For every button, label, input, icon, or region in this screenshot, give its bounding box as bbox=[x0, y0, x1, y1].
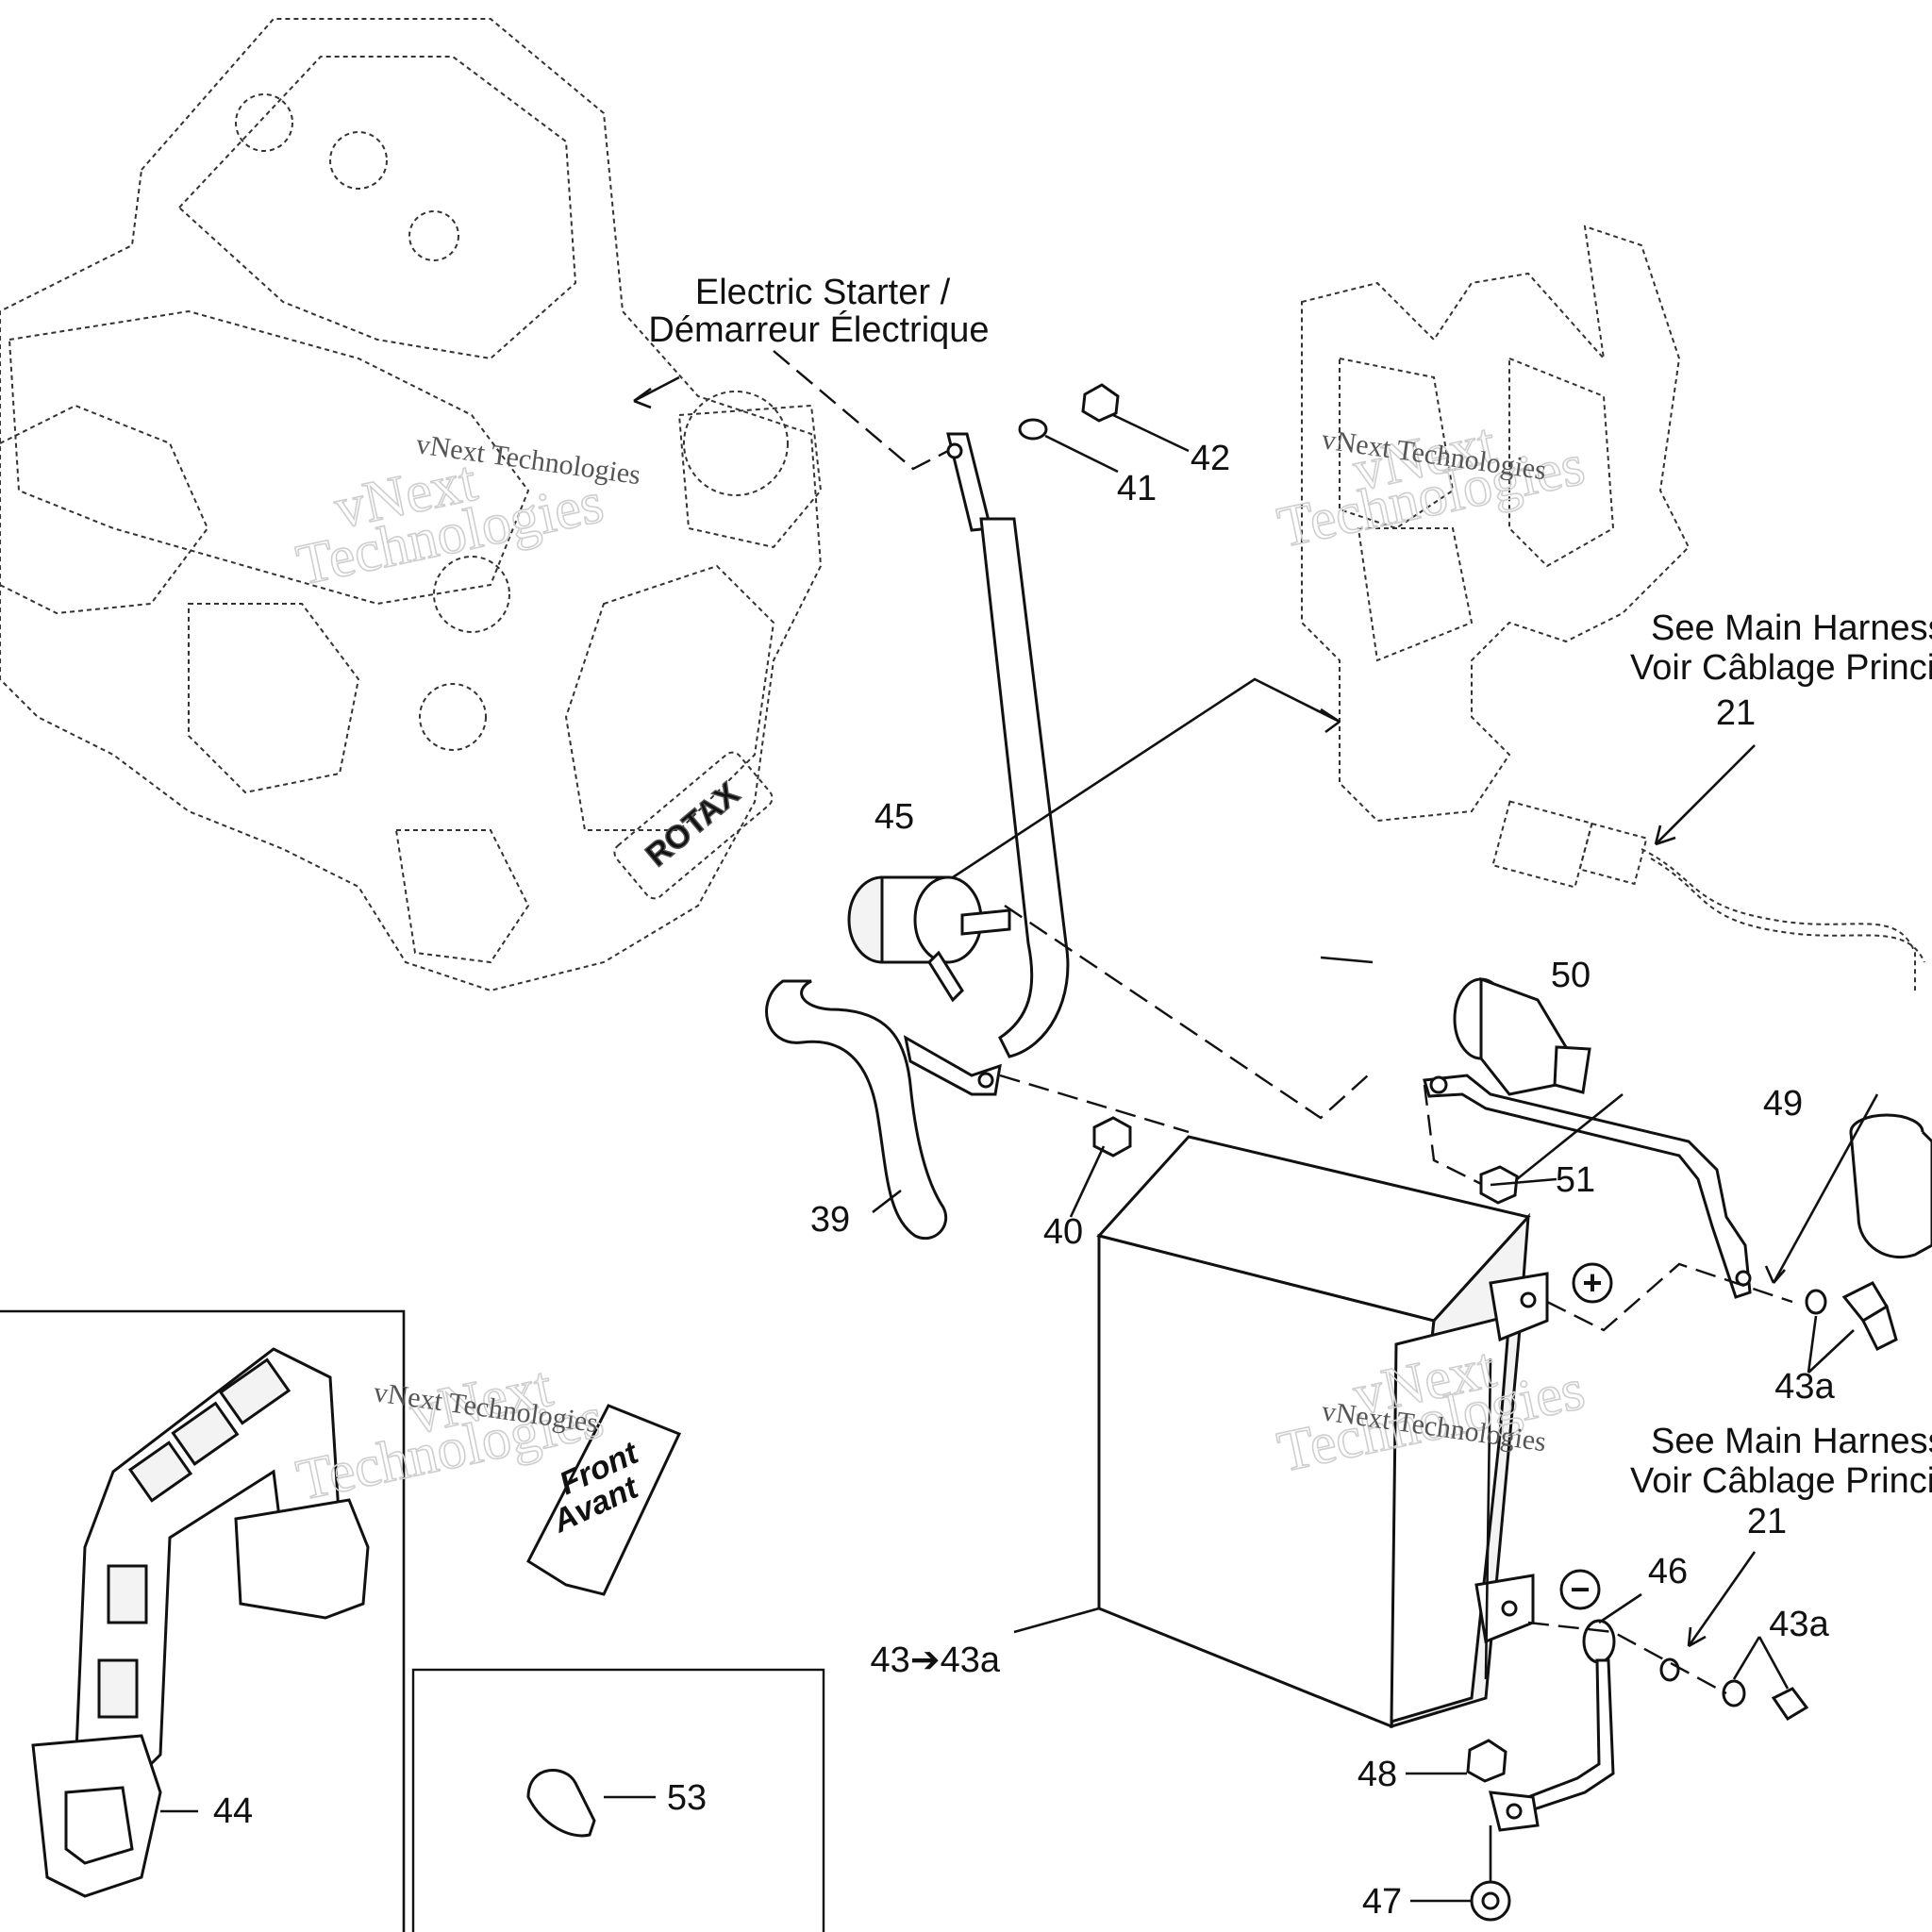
callout-45: 45 bbox=[874, 797, 914, 837]
engine-logo-text: ROTAX bbox=[640, 775, 747, 874]
callout-51: 51 bbox=[1556, 1160, 1595, 1200]
starter-label-en: Electric Starter / bbox=[695, 273, 951, 312]
callout-46: 46 bbox=[1648, 1552, 1688, 1591]
rotax-logo: ROTAX bbox=[613, 751, 774, 900]
bolt-43a-bottom bbox=[1659, 1657, 1809, 1722]
starter-label-fr: Démarreur Électrique bbox=[648, 309, 989, 350]
plus-symbol: + bbox=[1582, 1263, 1602, 1302]
callout-39: 39 bbox=[810, 1200, 850, 1240]
battery-strap-44 bbox=[31, 1347, 370, 1898]
nut-42 bbox=[1081, 383, 1120, 423]
callout-53: 53 bbox=[667, 1778, 707, 1818]
callout-47: 47 bbox=[1362, 1882, 1402, 1922]
starter-cable-assembly bbox=[946, 383, 1120, 1058]
callout-43a-bottom: 43a bbox=[1769, 1605, 1829, 1644]
callout-48: 48 bbox=[1357, 1755, 1397, 1794]
callout-43a-top: 43a bbox=[1774, 1367, 1835, 1407]
text-labels: Electric Starter / Démarreur Électrique … bbox=[648, 273, 1932, 1501]
harness-bottom-label-en: See Main Harness bbox=[1651, 1422, 1932, 1461]
front-direction-arrow: Front Avant bbox=[526, 1404, 682, 1596]
positive-cable-49 bbox=[1423, 1074, 1752, 1299]
minus-symbol: − bbox=[1570, 1570, 1590, 1608]
callout-43: 43➔43a bbox=[870, 1641, 1000, 1680]
bolt-43a-top bbox=[1805, 1281, 1898, 1352]
nut-40 bbox=[1092, 1116, 1132, 1158]
callout-21-bottom: 21 bbox=[1747, 1502, 1787, 1541]
negative-cable-46 bbox=[1489, 1619, 1616, 1832]
callout-21-top: 21 bbox=[1716, 693, 1756, 733]
callout-42: 42 bbox=[1191, 439, 1230, 478]
inset-panel-strap: Front Avant bbox=[0, 1309, 682, 1932]
clip-53 bbox=[526, 1769, 596, 1838]
callout-numbers: 21 21 39 40 41 42 43➔43a 43a 43a 44 45 4… bbox=[213, 439, 1836, 1922]
callout-40: 40 bbox=[1043, 1212, 1083, 1252]
washer-41 bbox=[1018, 418, 1048, 441]
cable-39 bbox=[765, 979, 1002, 1241]
washer-47 bbox=[1470, 1825, 1511, 1922]
inset-panel-clip bbox=[411, 1668, 825, 1932]
leader-lines bbox=[160, 350, 1879, 1903]
harness-top-label-en: See Main Harness bbox=[1651, 608, 1932, 648]
callout-44: 44 bbox=[213, 1791, 253, 1831]
callout-49: 49 bbox=[1763, 1084, 1803, 1124]
polarity-plus: + bbox=[1572, 1262, 1613, 1304]
harness-top-label-fr: Voir Câblage Princi bbox=[1630, 648, 1932, 688]
polarity-minus: − bbox=[1559, 1569, 1601, 1610]
harness-bottom-label-fr: Voir Câblage Princi bbox=[1630, 1461, 1932, 1501]
harness-fitting-right bbox=[1849, 1113, 1932, 1259]
nut-48 bbox=[1466, 1739, 1507, 1783]
callout-41: 41 bbox=[1117, 469, 1157, 508]
bracket-illustration bbox=[1301, 225, 1690, 823]
battery-43 bbox=[1096, 1135, 1549, 1729]
harness-connector bbox=[1491, 800, 1925, 991]
solenoid-45 bbox=[847, 875, 1011, 1003]
boot-50 bbox=[1453, 976, 1591, 1096]
callout-50: 50 bbox=[1551, 956, 1591, 995]
